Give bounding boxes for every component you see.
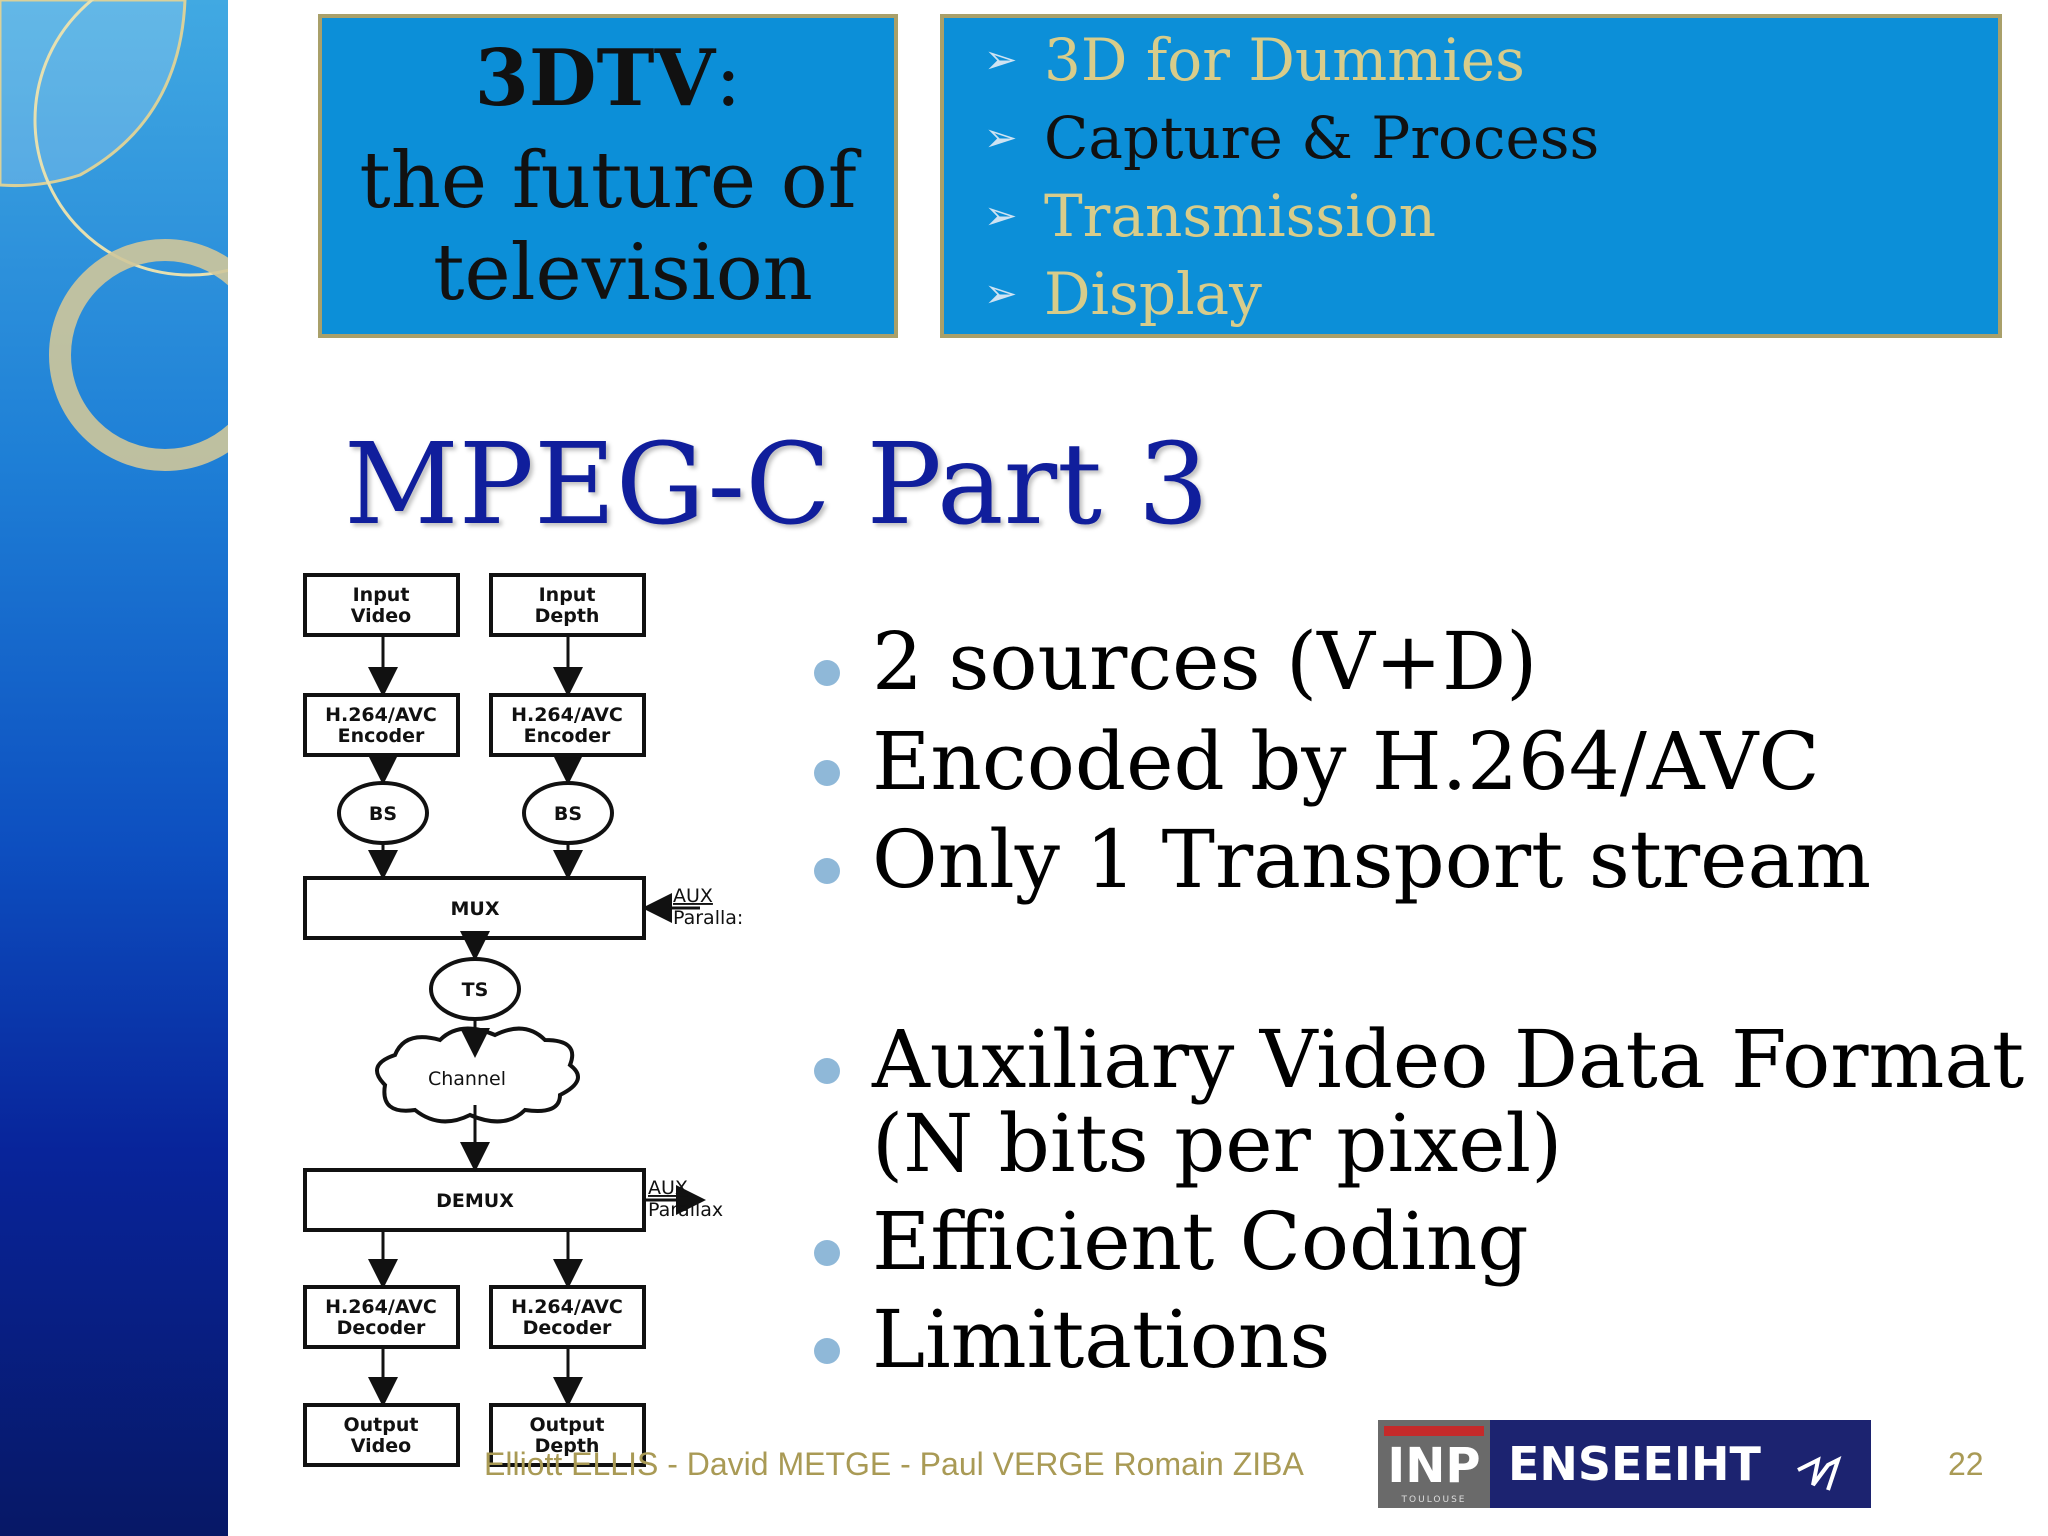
bullet-dot-icon <box>814 1058 840 1084</box>
encoder-video-label-2: Encoder <box>338 725 425 747</box>
encoder-depth-label-2: Encoder <box>524 725 611 747</box>
decoder-video-box <box>303 1285 460 1349</box>
arrow-bullet-icon: ➢ <box>984 37 1018 83</box>
encoder-depth-label-1: H.264/AVC <box>511 704 623 726</box>
bullet-text: Encoded by H.264/AVC <box>872 715 1820 808</box>
decorative-sidebar <box>0 0 228 1536</box>
aux-bottom-label: AUX <box>648 1177 688 1199</box>
nav-item-label: 3D for Dummies <box>1044 26 1525 94</box>
bullet-text-line-2: (N bits per pixel) <box>872 1097 1563 1190</box>
page-number: 22 <box>1948 1446 1984 1482</box>
bullet-dot-icon <box>814 1240 840 1266</box>
mpeg-c-block-diagram: Input Video Input Depth H.264/AVC Encode… <box>295 565 775 1475</box>
nav-item-capture-process[interactable]: ➢ Capture & Process <box>984 104 1599 172</box>
output-depth-label-2: Depth <box>535 1435 600 1457</box>
bs-video-label: BS <box>369 803 397 825</box>
input-depth-label-2: Depth <box>535 605 600 627</box>
decoder-depth-label-1: H.264/AVC <box>511 1296 623 1318</box>
decoder-depth-label-2: Decoder <box>523 1317 612 1339</box>
bullet-text: Efficient Coding <box>872 1195 1529 1288</box>
arrow-bullet-icon: ➢ <box>984 115 1018 161</box>
decoder-video-label-1: H.264/AVC <box>325 1296 437 1318</box>
subtitle-line-1: the future of <box>359 135 857 226</box>
bullet-text-line-1: Auxiliary Video Data Format <box>872 1013 2025 1106</box>
bullet-text: 2 sources (V+D) <box>872 615 1538 708</box>
input-video-label-1: Input <box>353 584 410 606</box>
parallax-top-label: Paralla: <box>673 907 743 929</box>
title-subtitle: the future of television <box>322 135 894 319</box>
aux-top-label: AUX <box>673 885 713 907</box>
logo-inp-text: INP <box>1387 1438 1480 1494</box>
input-depth-label-1: Input <box>539 584 596 606</box>
input-video-box <box>303 573 460 637</box>
demux-label: DEMUX <box>436 1190 514 1212</box>
sidebar-circles-decoration <box>0 0 228 471</box>
ts-label: TS <box>462 979 489 1001</box>
bullet-dot-icon <box>814 1338 840 1364</box>
logo-toulouse-text: TOULOUSE <box>1401 1495 1467 1505</box>
decoder-video-label-2: Decoder <box>337 1317 426 1339</box>
footer-authors: Elliott ELLIS - David METGE - Paul VERGE… <box>484 1446 1304 1482</box>
presentation-title-box: 3DTV: the future of television <box>318 14 898 338</box>
arrow-bullet-icon: ➢ <box>984 193 1018 239</box>
encoder-video-label-1: H.264/AVC <box>325 704 437 726</box>
nav-item-transmission[interactable]: ➢ Transmission <box>984 182 1436 250</box>
channel-label: Channel <box>428 1068 506 1090</box>
input-video-label-2: Video <box>351 605 411 627</box>
mux-label: MUX <box>451 898 500 920</box>
output-video-label-1: Output <box>344 1414 419 1436</box>
bullet-dot-icon <box>814 760 840 786</box>
slide-title: MPEG-C Part 3 <box>344 420 1209 550</box>
title-3dtv: 3DTV: <box>474 33 742 124</box>
bullet-text: Limitations <box>872 1293 1331 1386</box>
logo-svg: INP TOULOUSE ENSEEIHT <box>1378 1420 1871 1508</box>
nav-item-3d-for-dummies[interactable]: ➢ 3D for Dummies <box>984 26 1525 94</box>
channel-cloud <box>375 1026 580 1124</box>
subtitle-line-2: television <box>433 227 813 318</box>
inp-enseeiht-logo: INP TOULOUSE ENSEEIHT <box>1378 1420 1871 1508</box>
input-depth-box <box>489 573 646 637</box>
section-navigation-box: ➢ 3D for Dummies ➢ Capture & Process ➢ T… <box>940 14 2002 338</box>
nav-item-display[interactable]: ➢ Display <box>984 260 1262 328</box>
logo-enseeiht-text: ENSEEIHT <box>1508 1437 1762 1491</box>
nav-item-label: Capture & Process <box>1044 104 1600 172</box>
bullet-dot-icon <box>814 858 840 884</box>
diagram-svg: Input Video Input Depth H.264/AVC Encode… <box>303 573 743 1467</box>
bs-depth-label: BS <box>554 803 582 825</box>
arrow-bullet-icon: ➢ <box>984 271 1018 317</box>
bullet-dot-icon <box>814 660 840 686</box>
parallax-bottom-label: Parallax <box>648 1199 723 1221</box>
output-video-label-2: Video <box>351 1435 411 1457</box>
output-depth-label-1: Output <box>530 1414 605 1436</box>
bullet-text: Only 1 Transport stream <box>872 813 1872 906</box>
mux-box <box>303 876 646 940</box>
output-depth-box <box>489 1403 646 1467</box>
output-video-box <box>303 1403 460 1467</box>
nav-item-label: Display <box>1044 260 1262 328</box>
bullet-text: Auxiliary Video Data Format (N bits per … <box>872 1018 2024 1186</box>
nav-item-label: Transmission <box>1044 182 1437 250</box>
